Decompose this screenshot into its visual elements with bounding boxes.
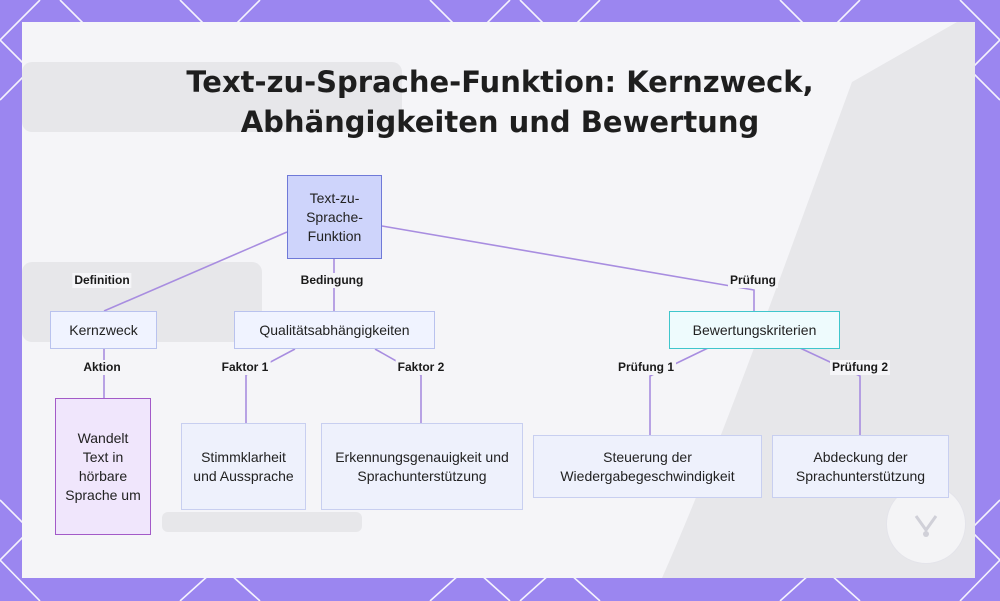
edge-qualitaet-erkennung [374, 348, 422, 423]
edge-label-pruefung1: Prüfung 1 [616, 360, 676, 375]
edge-label-bedingung: Bedingung [298, 273, 366, 288]
node-stimm: Stimmklarheit und Aussprache [181, 423, 306, 510]
node-erkennung-label: Erkennungsgenauigkeit und Sprachunterstü… [335, 448, 509, 484]
edge-label-definition: Definition [72, 273, 132, 288]
edge-label-aktion: Aktion [81, 360, 123, 375]
node-abdeckung: Abdeckung der Sprachunterstützung [772, 435, 949, 498]
edge-label-pruefung: Prüfung [728, 273, 778, 288]
node-steuerung-label: Steuerung der Wiedergabegeschwindigkeit [560, 448, 735, 484]
node-wandelt: Wandelt Text in hörbare Sprache um [55, 398, 151, 535]
node-root: Text-zu-Sprache-Funktion [287, 175, 382, 259]
title-line-1: Text-zu-Sprache-Funktion: Kernzweck, [186, 65, 814, 99]
logo-glyph-icon [914, 515, 938, 537]
edge-qualitaet-stimm [245, 348, 296, 423]
node-root-label: Text-zu-Sprache-Funktion [306, 189, 363, 244]
edge-label-pruefung2: Prüfung 2 [830, 360, 890, 375]
node-qualitaet-label: Qualitätsabhängigkeiten [259, 321, 410, 338]
node-qualitaet: Qualitätsabhängigkeiten [234, 311, 435, 349]
node-abdeckung-label: Abdeckung der Sprachunterstützung [795, 448, 926, 484]
edge-label-faktor2: Faktor 2 [395, 360, 447, 375]
node-erkennung: Erkennungsgenauigkeit und Sprachunterstü… [321, 423, 523, 510]
edge-root-bewertung [381, 225, 755, 311]
node-bewertung-label: Bewertungskriterien [692, 321, 817, 338]
node-kernzweck: Kernzweck [50, 311, 157, 349]
edge-label-faktor1: Faktor 1 [219, 360, 271, 375]
node-bewertung: Bewertungskriterien [669, 311, 840, 349]
edge-bewertung-steuerung [649, 347, 709, 435]
edge-root-kernzweck [103, 231, 288, 312]
title-line-2: Abhängigkeiten und Bewertung [240, 105, 760, 139]
diagram-title: Text-zu-Sprache-Funktion: Kernzweck, Abh… [0, 62, 1000, 142]
node-wandelt-label: Wandelt Text in hörbare Sprache um [65, 429, 141, 503]
node-kernzweck-label: Kernzweck [69, 321, 138, 338]
node-stimm-label: Stimmklarheit und Aussprache [193, 448, 294, 484]
edge-bewertung-abdeckung [799, 347, 861, 435]
node-steuerung: Steuerung der Wiedergabegeschwindigkeit [533, 435, 762, 498]
